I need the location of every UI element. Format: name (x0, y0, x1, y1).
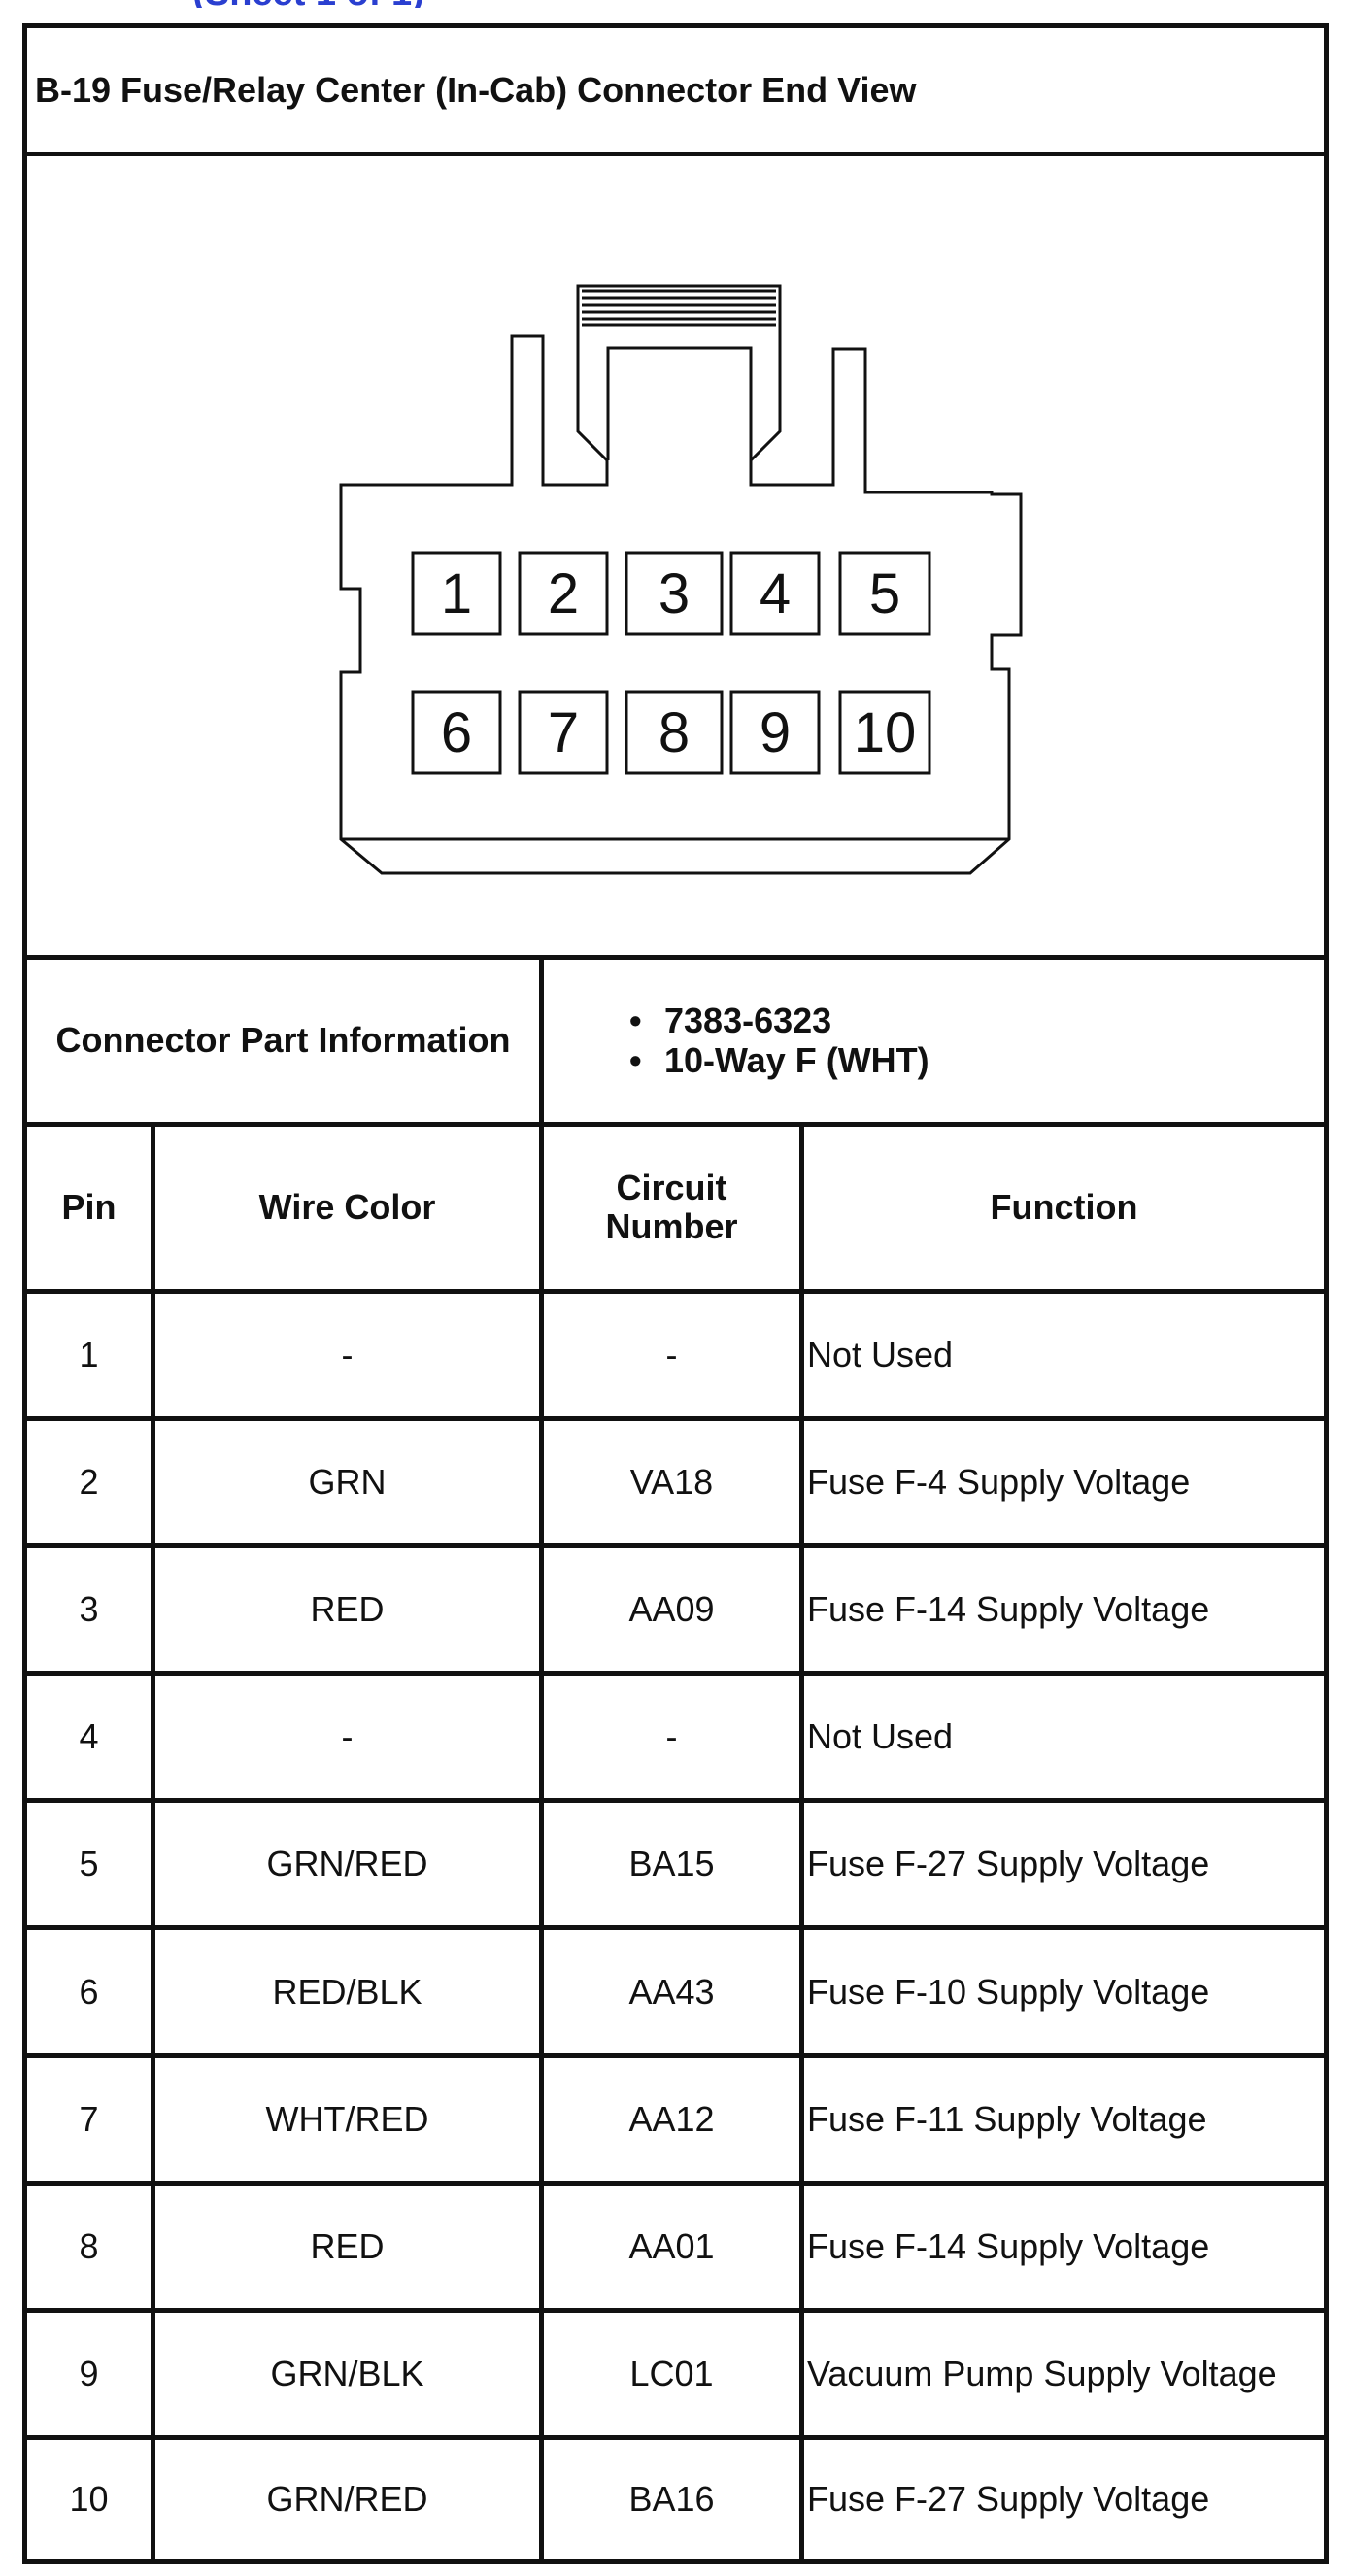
circuit-number-cell: BA16 (539, 2434, 804, 2565)
wire-color-cell: - (151, 1288, 544, 1422)
pin-cell: 2 (22, 1416, 155, 1549)
page-header-fragment: - (Sheet 1 of 1) (170, 0, 424, 8)
function-cell: Fuse F-14 Supply Voltage (798, 2180, 1330, 2313)
pin-cell: 4 (22, 1671, 155, 1804)
header-circuit-number-text: Circuit Number (605, 1168, 738, 1247)
function-cell: Fuse F-10 Supply Voltage (798, 1925, 1330, 2058)
header-pin: Pin (22, 1121, 155, 1294)
connector-pin-9: 9 (729, 690, 820, 775)
circuit-number-cell: AA09 (539, 1543, 804, 1677)
connector-pin-1: 1 (411, 551, 501, 636)
connector-pin-label: 3 (658, 562, 689, 626)
function-cell: Fuse F-27 Supply Voltage (798, 2434, 1330, 2565)
connector-pin-4: 4 (729, 551, 820, 636)
header-wire-color: Wire Color (151, 1121, 544, 1294)
connector-part-info-list: 7383-6323 10-Way F (WHT) (538, 954, 1330, 1127)
connector-pin-label: 2 (547, 562, 578, 626)
function-cell: Fuse F-11 Supply Voltage (798, 2052, 1330, 2186)
connector-pin-6: 6 (411, 690, 501, 775)
connector-pin-10: 10 (838, 690, 930, 775)
wire-color-cell: RED (151, 2180, 544, 2313)
pin-cell: 10 (22, 2434, 155, 2565)
function-cell: Not Used (798, 1288, 1330, 1422)
connector-sheet: B-19 Fuse/Relay Center (In-Cab) Connecto… (21, 22, 1330, 2565)
connector-pin-label: 7 (547, 701, 578, 764)
header-circuit-number: Circuit Number (539, 1121, 804, 1294)
circuit-number-cell: - (539, 1671, 804, 1804)
connector-pin-label: 6 (440, 701, 471, 764)
function-cell: Fuse F-4 Supply Voltage (798, 1416, 1330, 1549)
connector-end-view-diagram: 1 2 3 4 5 6 7 8 9 10 (21, 152, 1330, 960)
function-cell: Fuse F-14 Supply Voltage (798, 1543, 1330, 1677)
pin-cell: 1 (22, 1288, 155, 1422)
connector-part-info-label: Connector Part Information (22, 954, 544, 1127)
circuit-number-cell: - (539, 1288, 804, 1422)
wire-color-cell: WHT/RED (151, 2052, 544, 2186)
circuit-number-cell: BA15 (539, 1798, 804, 1931)
pin-cell: 6 (22, 1925, 155, 2058)
connector-pin-label: 9 (759, 701, 790, 764)
function-cell: Not Used (798, 1671, 1330, 1804)
connector-pin-7: 7 (518, 690, 608, 775)
circuit-number-cell: LC01 (539, 2307, 804, 2440)
connector-pin-label: 10 (853, 701, 916, 764)
pin-cell: 8 (22, 2180, 155, 2313)
wire-color-cell: GRN/BLK (151, 2307, 544, 2440)
circuit-number-cell: AA01 (539, 2180, 804, 2313)
wire-color-cell: GRN/RED (151, 2434, 544, 2565)
wire-color-cell: RED (151, 1543, 544, 1677)
circuit-number-cell: AA43 (539, 1925, 804, 2058)
function-cell: Vacuum Pump Supply Voltage (798, 2307, 1330, 2440)
connector-pin-label: 1 (440, 562, 471, 626)
circuit-number-cell: AA12 (539, 2052, 804, 2186)
connector-pin-8: 8 (625, 690, 723, 775)
connector-end-view-svg: 1 2 3 4 5 6 7 8 9 10 (339, 284, 1022, 875)
connector-pin-label: 8 (658, 701, 689, 764)
wire-color-cell: GRN/RED (151, 1798, 544, 1931)
pin-cell: 3 (22, 1543, 155, 1677)
pin-cell: 5 (22, 1798, 155, 1931)
circuit-number-cell: VA18 (539, 1416, 804, 1549)
pin-cell: 9 (22, 2307, 155, 2440)
connector-pin-5: 5 (838, 551, 930, 636)
connector-pin-label: 5 (868, 562, 899, 626)
wire-color-cell: GRN (151, 1416, 544, 1549)
wire-color-cell: RED/BLK (151, 1925, 544, 2058)
connector-pin-label: 4 (759, 562, 790, 626)
wire-color-cell: - (151, 1671, 544, 1804)
table-row: 1--Not Used (22, 1288, 1330, 1422)
connector-title: B-19 Fuse/Relay Center (In-Cab) Connecto… (21, 22, 1330, 157)
connector-pin-2: 2 (518, 551, 608, 636)
connector-type: 10-Way F (WHT) (629, 1040, 1322, 1080)
part-number: 7383-6323 (629, 1000, 1322, 1040)
connector-pin-3: 3 (625, 551, 723, 636)
pin-cell: 7 (22, 2052, 155, 2186)
table-row: 4--Not Used (22, 1671, 1330, 1804)
connector-housing-outline (339, 284, 1022, 875)
function-cell: Fuse F-27 Supply Voltage (798, 1798, 1330, 1931)
header-function: Function (798, 1121, 1330, 1294)
latch-inner-outline (606, 346, 752, 460)
